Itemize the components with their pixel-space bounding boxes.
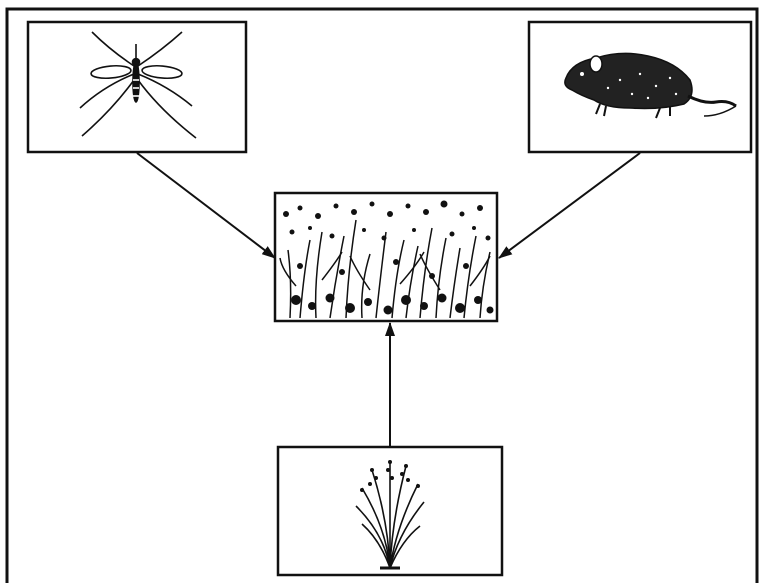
rat-panel xyxy=(527,20,753,154)
arrow-mosquito-to-weeds xyxy=(136,152,276,259)
rice-plant-icon xyxy=(355,460,425,570)
weed-vegetation-icon xyxy=(279,200,494,319)
mosquito-icon xyxy=(79,31,197,139)
arrow-rat-to-weeds xyxy=(498,152,641,259)
rat-icon xyxy=(564,52,737,119)
outer-frame xyxy=(5,7,759,583)
rice-plant-panel xyxy=(276,445,504,577)
mosquito-panel xyxy=(26,20,248,154)
weed-panel xyxy=(273,191,499,323)
